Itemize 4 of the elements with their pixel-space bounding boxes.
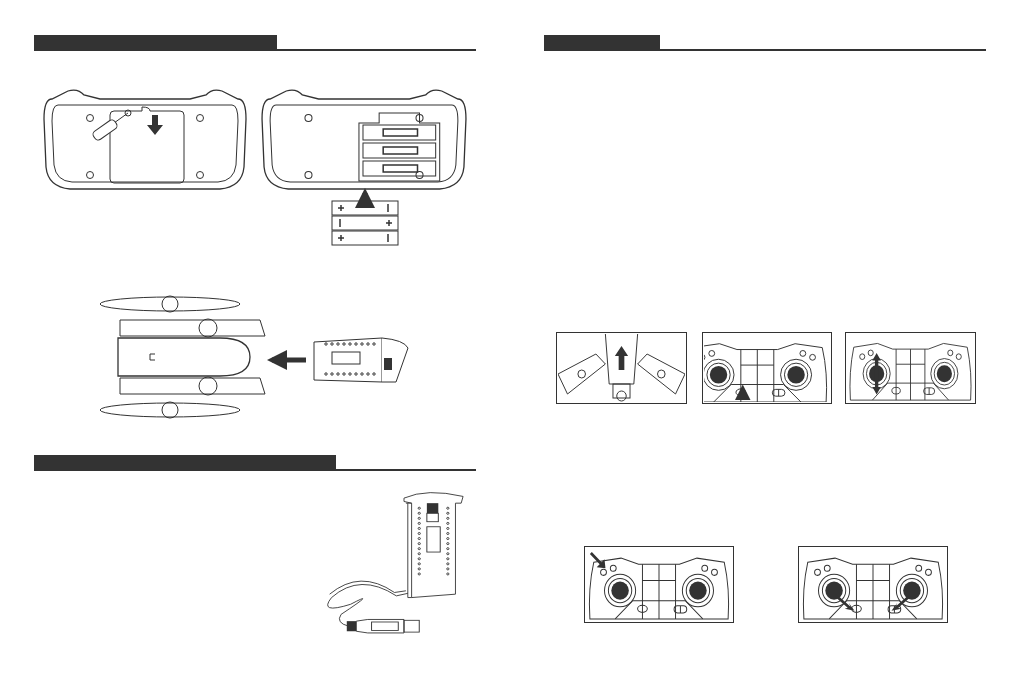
flight-battery-drawing bbox=[312, 334, 410, 386]
battery-pack-drawing bbox=[330, 200, 400, 246]
arrow bbox=[355, 188, 375, 208]
arrow bbox=[267, 350, 306, 370]
